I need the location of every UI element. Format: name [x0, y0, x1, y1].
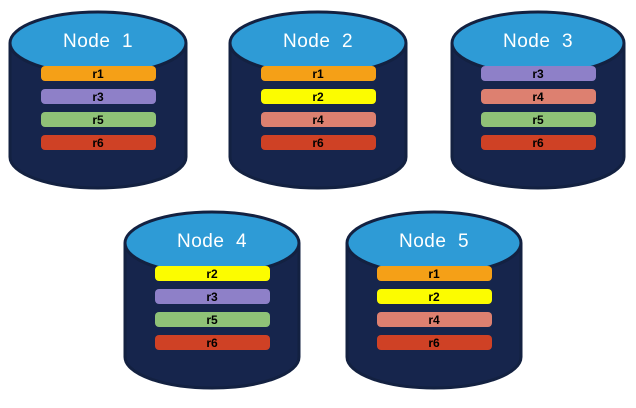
- replica-bar[interactable]: r2: [154, 266, 270, 281]
- replica-bar[interactable]: r4: [376, 312, 492, 327]
- replica-bar-list: r3 r4 r5 r6: [450, 66, 626, 150]
- cylinder-top-ellipse: [8, 10, 188, 76]
- cylinder-top-ellipse: [450, 10, 626, 76]
- replica-bar-list: r1 r3 r5 r6: [8, 66, 188, 150]
- cylinder-top-ellipse: [228, 10, 408, 76]
- replica-bar[interactable]: r6: [376, 335, 492, 350]
- replica-bar[interactable]: r6: [480, 135, 596, 150]
- replica-bar[interactable]: r1: [260, 66, 376, 81]
- replica-bar[interactable]: r6: [40, 135, 156, 150]
- cylinder-top-ellipse: [345, 210, 523, 276]
- replica-bar[interactable]: r5: [480, 112, 596, 127]
- replica-bar-list: r2 r3 r5 r6: [123, 266, 301, 350]
- cylinder-top-ellipse: [123, 210, 301, 276]
- replica-bar[interactable]: r3: [480, 66, 596, 81]
- replica-bar[interactable]: r5: [154, 312, 270, 327]
- replica-bar[interactable]: r5: [40, 112, 156, 127]
- replica-bar-list: r1 r2 r4 r6: [345, 266, 523, 350]
- replica-bar-list: r1 r2 r4 r6: [228, 66, 408, 150]
- replica-bar[interactable]: r3: [154, 289, 270, 304]
- replica-bar[interactable]: r2: [260, 89, 376, 104]
- replica-bar[interactable]: r2: [376, 289, 492, 304]
- replica-bar[interactable]: r6: [154, 335, 270, 350]
- replica-bar[interactable]: r1: [40, 66, 156, 81]
- replica-bar[interactable]: r4: [260, 112, 376, 127]
- replica-bar[interactable]: r6: [260, 135, 376, 150]
- replica-bar[interactable]: r3: [40, 89, 156, 104]
- replica-bar[interactable]: r1: [376, 266, 492, 281]
- replica-bar[interactable]: r4: [480, 89, 596, 104]
